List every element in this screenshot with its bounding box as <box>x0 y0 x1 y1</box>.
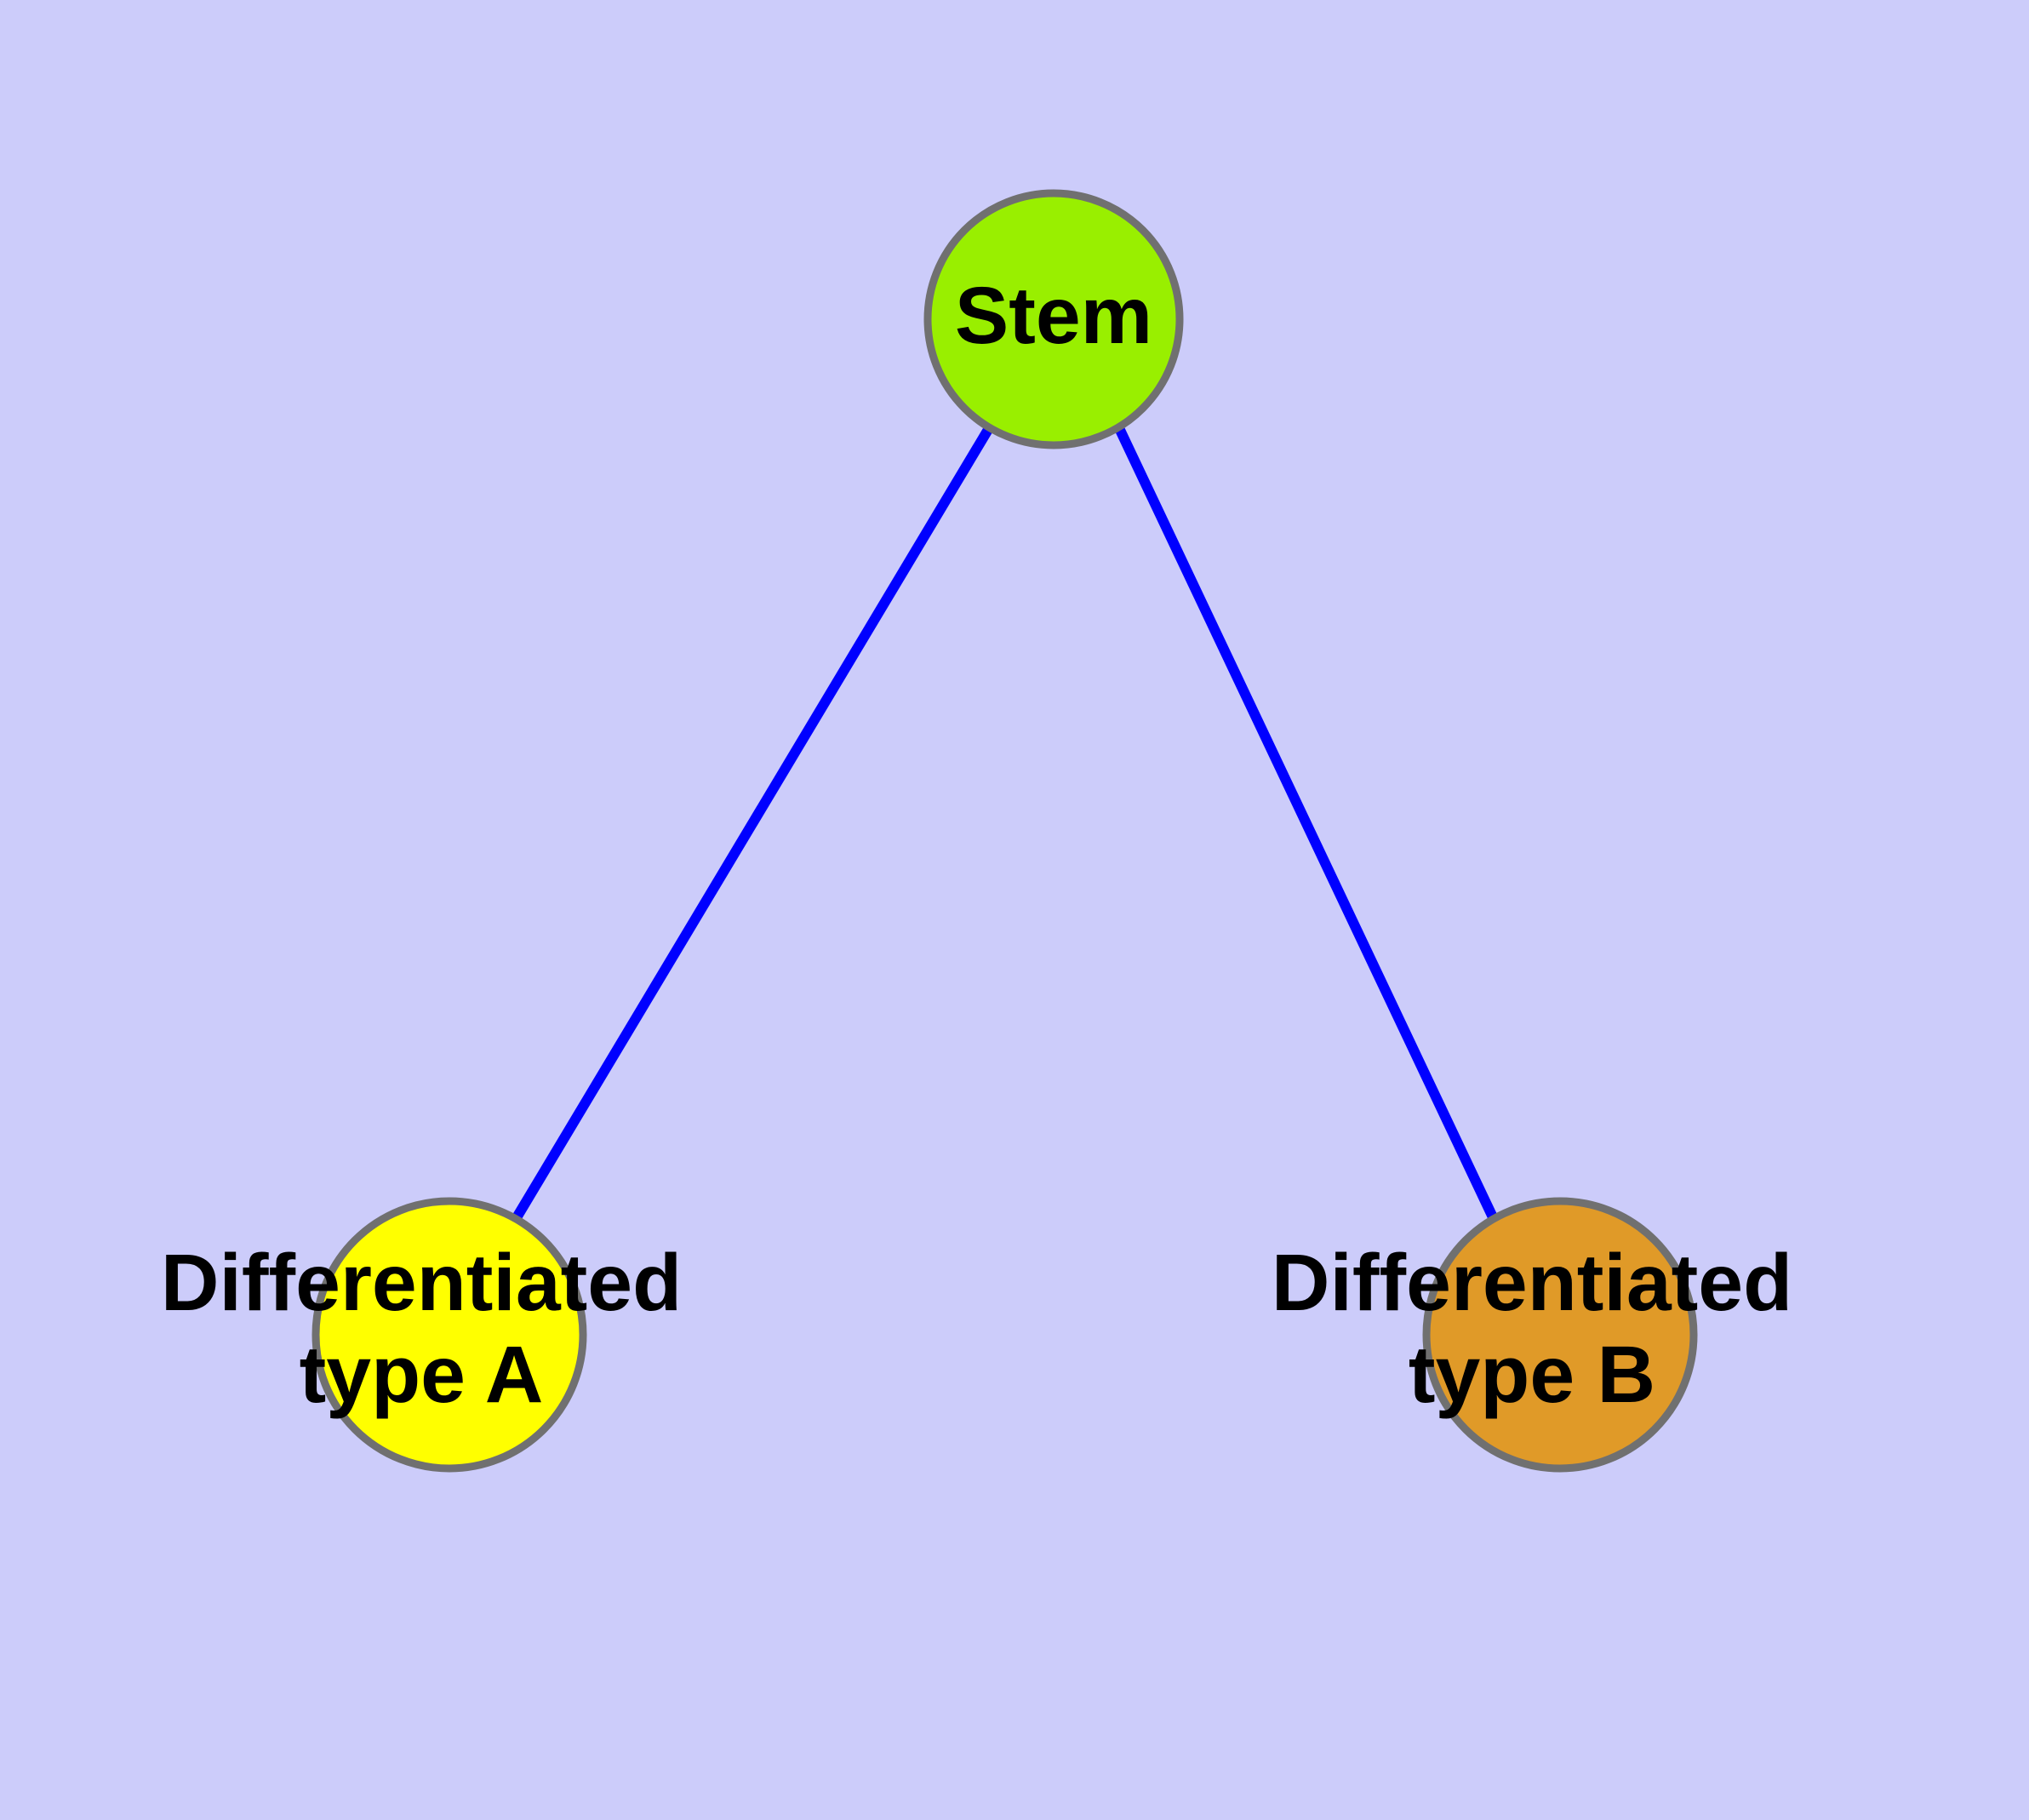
node-circle-stem[interactable] <box>923 189 1184 449</box>
node-circle-differentiated-type-a[interactable] <box>311 1197 587 1473</box>
node-layer <box>311 189 1698 1473</box>
node-circle-differentiated-type-b[interactable] <box>1422 1197 1698 1473</box>
edge-stem-to-differentiated-type-a[interactable] <box>511 425 994 1222</box>
edge-layer <box>511 425 1499 1222</box>
node-label-stem: Stem <box>955 271 1152 361</box>
edge-stem-to-differentiated-type-b[interactable] <box>1114 426 1499 1222</box>
